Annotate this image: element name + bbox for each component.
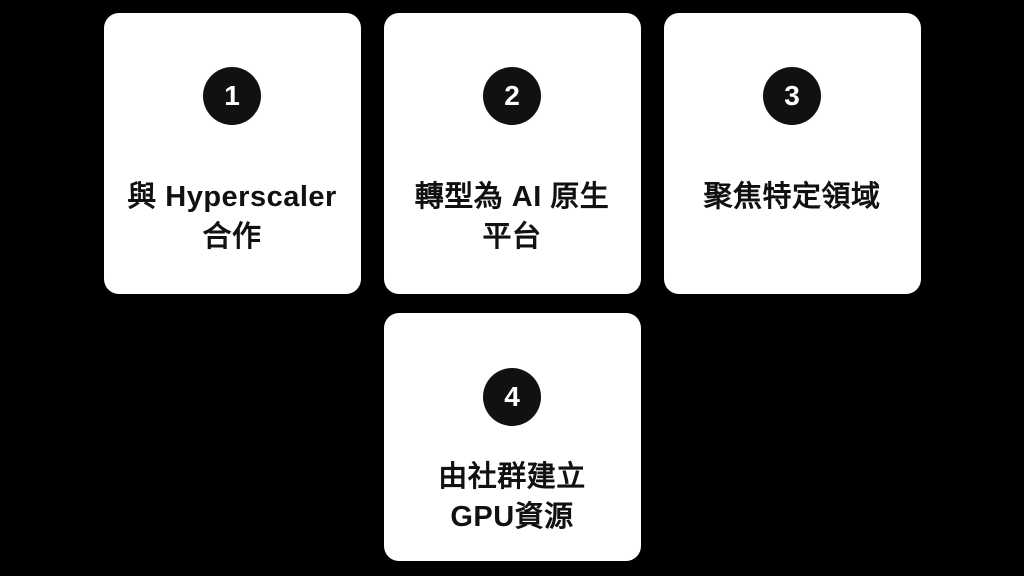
- step-card-2-text: 轉型為 AI 原生 平台: [415, 177, 610, 257]
- top-card-row: 1 與 Hyperscaler 合作 2 轉型為 AI 原生 平台 3 聚焦特定…: [103, 13, 921, 294]
- step-card-2-line-1: 轉型為 AI 原生: [414, 181, 610, 213]
- bottom-card-row: 4 由社群建立 GPU資源: [0, 294, 1024, 561]
- step-card-4-text: 由社群建立 GPU資源: [438, 457, 586, 537]
- step-number-4: 4: [504, 381, 520, 412]
- step-card-2: 2 轉型為 AI 原生 平台: [383, 13, 641, 294]
- step-number-3: 3: [784, 80, 800, 111]
- step-card-4-line-1: 由社群建立: [438, 461, 586, 493]
- step-number-2: 2: [504, 80, 520, 111]
- step-card-4: 4 由社群建立 GPU資源: [383, 313, 641, 561]
- step-number-1: 1: [224, 80, 240, 111]
- step-card-1-line-1: 與 Hyperscaler: [127, 181, 337, 213]
- step-card-4-line-2: GPU資源: [450, 501, 574, 533]
- step-number-badge-1: 1: [203, 67, 261, 125]
- step-number-badge-2: 2: [483, 67, 541, 125]
- step-card-1-text: 與 Hyperscaler 合作: [127, 177, 337, 257]
- step-card-2-line-2: 平台: [482, 221, 542, 253]
- step-card-1: 1 與 Hyperscaler 合作: [103, 13, 361, 294]
- step-number-badge-4: 4: [483, 368, 541, 426]
- step-card-3-line-1: 聚焦特定領域: [703, 181, 881, 213]
- step-number-badge-3: 3: [763, 67, 821, 125]
- step-card-3-text: 聚焦特定領域: [703, 177, 880, 217]
- step-card-1-line-2: 合作: [202, 221, 262, 253]
- step-card-3: 3 聚焦特定領域: [663, 13, 921, 294]
